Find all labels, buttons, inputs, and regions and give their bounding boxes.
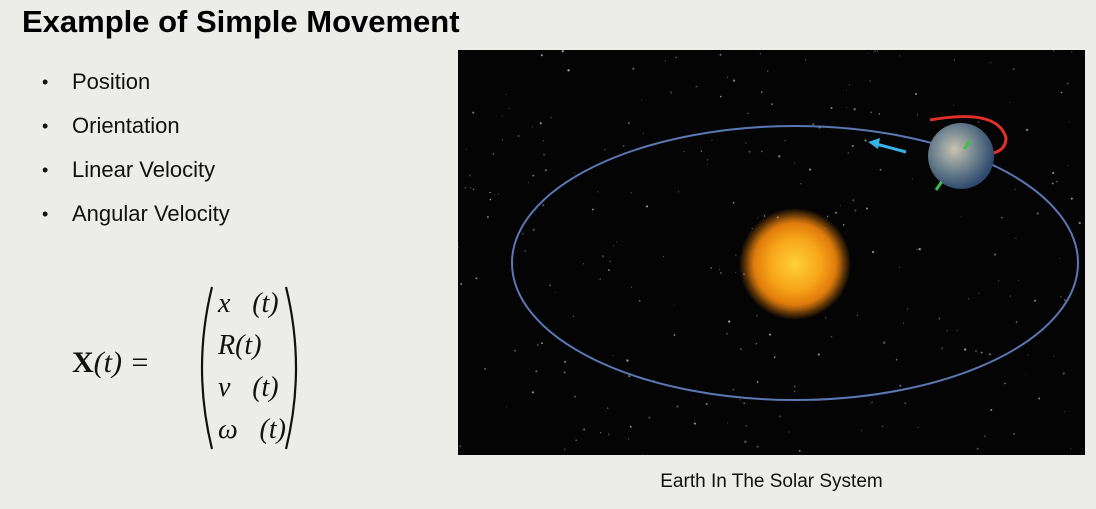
bullet-dot-icon: •: [42, 204, 49, 224]
bullet-item: • Linear Velocity: [42, 154, 230, 198]
velocity-arrow-icon: [868, 138, 907, 154]
orbit-ellipse-icon: [511, 125, 1079, 401]
bullet-item: • Position: [42, 66, 230, 110]
vector-entry: ω⃗(t): [218, 414, 286, 445]
rotation-arrow-icon: [929, 115, 1008, 156]
bullet-label: Angular Velocity: [72, 201, 230, 226]
vector-entry: x⃗(t): [218, 288, 279, 319]
vector-entry: R(t): [218, 330, 262, 361]
formula-vector: x⃗(t) R(t) v⃗(t) ω⃗(t): [218, 283, 318, 451]
sun-icon: [747, 216, 843, 312]
bullet-dot-icon: •: [42, 72, 49, 92]
bullet-item: • Angular Velocity: [42, 198, 230, 242]
bullet-dot-icon: •: [42, 116, 49, 136]
solar-system-illustration: [457, 50, 1081, 455]
earth-icon: [928, 123, 994, 189]
figure-caption: Earth In The Solar System: [660, 471, 883, 492]
left-paren-icon: [200, 286, 214, 450]
bullet-item: • Orientation: [42, 110, 230, 154]
solar-system-image: [457, 50, 1085, 455]
vector-entry: v⃗(t): [218, 372, 279, 403]
bullet-dot-icon: •: [42, 160, 49, 180]
right-paren-icon: [284, 286, 298, 450]
formula-arg: (t) =: [93, 346, 150, 379]
slide-title: Example of Simple Movement: [22, 4, 460, 39]
stars: [457, 50, 1081, 455]
state-vector-formula: X(t) = x⃗(t) R(t) v⃗(t) ω⃗(t): [72, 283, 332, 453]
bullet-list: •Position •Orientation •Linear Velocity …: [42, 66, 230, 242]
bullet-label: Linear Velocity: [72, 157, 216, 182]
bullet-label: Orientation: [72, 113, 180, 138]
formula-lhs: X(t) =: [72, 345, 150, 380]
formula-symbol: X: [72, 346, 94, 379]
bullet-label: Position: [72, 69, 151, 94]
